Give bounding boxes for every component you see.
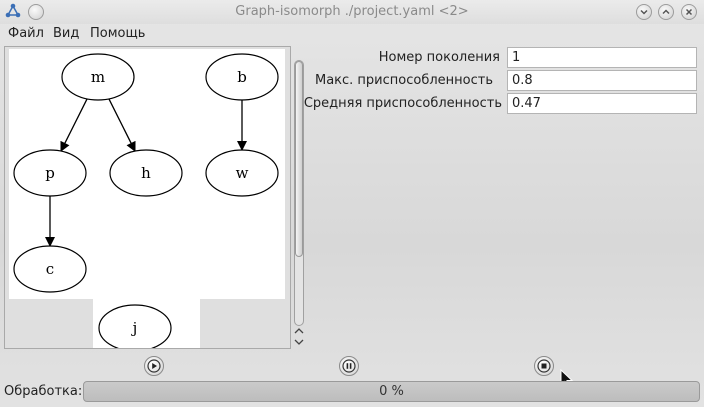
title-bar[interactable]: Graph-isomorph ./project.yaml <2>: [0, 0, 704, 24]
graph-node-ellipse: [205, 53, 279, 101]
graph-node-label: w: [236, 164, 249, 182]
graph-vertical-scrollbar[interactable]: [291, 50, 307, 350]
graph-node-label: h: [141, 164, 151, 182]
progress-text: 0 %: [379, 384, 404, 399]
graph-node-ellipse: [13, 245, 87, 293]
graph-node-label: m: [91, 68, 105, 86]
avg-fitness-field[interactable]: [507, 93, 697, 114]
minimize-button[interactable]: [636, 4, 652, 20]
menu-bar: Файл Вид Помощь: [0, 24, 704, 44]
menu-view[interactable]: Вид: [53, 26, 80, 41]
generation-field[interactable]: [507, 47, 697, 68]
graph-node-c[interactable]: c: [13, 245, 87, 293]
graph-diagram: m b p h w c j: [13, 53, 279, 349]
chevron-up-icon: [662, 9, 670, 15]
stop-button[interactable]: [534, 356, 554, 376]
play-icon: [147, 359, 161, 373]
graph-node-j[interactable]: j: [98, 304, 172, 349]
graph-node-ellipse: [109, 149, 183, 197]
avg-fitness-label: Средняя приспособленность: [303, 96, 502, 111]
close-button[interactable]: [681, 4, 697, 20]
graph-node-p[interactable]: p: [13, 149, 87, 197]
graph-node-label: c: [46, 260, 54, 278]
chevron-down-icon: [640, 9, 648, 15]
graph-edge-m-h: [108, 98, 136, 152]
graph-node-label: b: [237, 68, 247, 86]
scroll-down-arrow-icon[interactable]: [294, 338, 304, 346]
close-icon: [685, 8, 693, 16]
progress-bar: 0 %: [83, 381, 700, 402]
progress-label: Обработка:: [4, 384, 83, 399]
graph-edge-m-p: [60, 98, 88, 152]
stop-icon: [537, 359, 551, 373]
graph-node-ellipse: [61, 53, 135, 101]
scroll-up-arrow-icon[interactable]: [294, 327, 304, 335]
menu-help[interactable]: Помощь: [90, 26, 146, 41]
app-graph-icon[interactable]: [5, 3, 21, 19]
graph-node-ellipse: [13, 149, 87, 197]
pause-button[interactable]: [339, 356, 359, 376]
maximize-button[interactable]: [658, 4, 674, 20]
window-title: Graph-isomorph ./project.yaml <2>: [235, 4, 469, 19]
graph-node-b[interactable]: b: [205, 53, 279, 101]
play-button[interactable]: [144, 356, 164, 376]
scrollbar-thumb[interactable]: [295, 61, 303, 257]
graph-node-w[interactable]: w: [205, 149, 279, 197]
max-fitness-field[interactable]: [507, 70, 697, 91]
graph-node-ellipse: [205, 149, 279, 197]
pause-icon: [342, 359, 356, 373]
menu-file[interactable]: Файл: [8, 26, 44, 41]
generation-label: Номер поколения: [378, 50, 500, 65]
graph-node-label: p: [45, 164, 55, 182]
keep-above-button[interactable]: [28, 4, 44, 20]
max-fitness-label: Макс. приспособленность: [314, 73, 493, 88]
graph-node-ellipse: [98, 304, 172, 348]
graph-node-h[interactable]: h: [109, 149, 183, 197]
graph-view[interactable]: m b p h w c j: [4, 46, 291, 349]
graph-node-m[interactable]: m: [61, 53, 135, 101]
graph-node-label: j: [131, 319, 138, 337]
